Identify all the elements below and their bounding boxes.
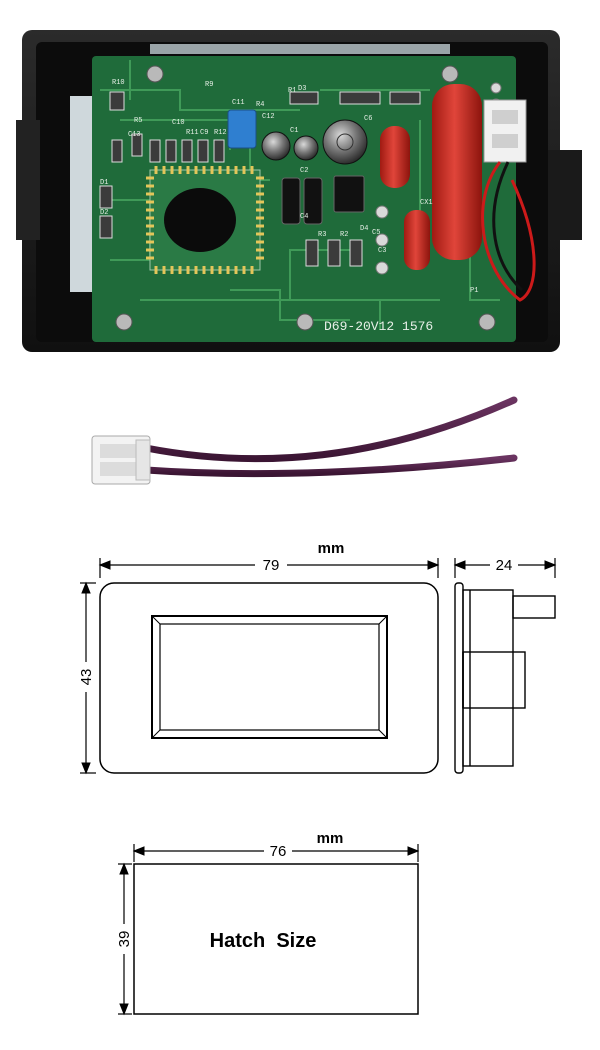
mounting-screws <box>115 65 496 331</box>
component-label: C11 <box>232 99 245 107</box>
transistors <box>281 175 365 225</box>
front-view-drawing <box>76 555 557 775</box>
electrolytic-capacitors <box>261 119 368 165</box>
side-view-outline <box>454 582 556 774</box>
cable-wire-upper <box>142 396 518 463</box>
component-label: C5 <box>372 229 380 237</box>
blue-trimmer-capacitor <box>227 109 257 149</box>
component-label: C1 <box>290 127 298 135</box>
front-bezel-outline <box>99 582 439 774</box>
component-label: C10 <box>172 119 185 127</box>
case-side-tab-left <box>16 120 40 240</box>
cable-wire-lower <box>142 454 518 478</box>
component-label: CX1 <box>420 199 433 207</box>
component-label: R10 <box>112 79 125 87</box>
component-label: R5 <box>134 117 142 125</box>
component-label: D1 <box>100 179 108 187</box>
component-label: R12 <box>214 129 227 137</box>
component-label: R1 <box>288 87 296 95</box>
front-unit-label: mm <box>318 540 345 557</box>
component-label: R3 <box>318 231 326 239</box>
component-label: C3 <box>378 247 386 255</box>
hatch-outline <box>133 863 419 1015</box>
board-connector <box>483 99 527 163</box>
component-label: D2 <box>100 209 108 217</box>
front-height-label: 43 <box>78 669 95 686</box>
component-label: C13 <box>128 131 141 139</box>
case-side-tab-right <box>548 150 582 240</box>
hatch-width-label: 76 <box>270 843 287 860</box>
display-window-edge <box>70 96 96 292</box>
hatch-size-drawing <box>114 841 420 1016</box>
component-label: C9 <box>200 129 208 137</box>
red-lead-wire <box>481 161 536 302</box>
component-label: D3 <box>298 85 306 93</box>
front-width-label: 79 <box>263 557 280 574</box>
component-label: C2 <box>300 167 308 175</box>
component-label: C12 <box>262 113 275 121</box>
connector-cable-photo <box>91 396 518 485</box>
display-window-inner <box>159 623 380 731</box>
component-label: C4 <box>300 213 308 221</box>
smd-components <box>99 91 421 267</box>
case-top-strip <box>150 44 450 54</box>
hatch-title: Hatch Size <box>210 930 317 952</box>
red-capacitors <box>380 84 482 270</box>
microcontroller-chip <box>146 166 264 274</box>
display-window-outer <box>151 615 388 739</box>
black-lead-wire <box>492 161 524 292</box>
component-label: R4 <box>256 101 264 109</box>
board-marking: D69-20V12 1576 <box>324 319 433 334</box>
component-label: R11 <box>186 129 199 137</box>
pcb-module-photo: D69-20V12 1576 R10R9C11C12R4C10R5R11C9R1… <box>16 30 582 352</box>
hatch-unit-label: mm <box>317 830 344 847</box>
component-label: D4 <box>360 225 368 233</box>
component-label: R9 <box>205 81 213 89</box>
hatch-height-label: 39 <box>116 931 133 948</box>
side-depth-label: 24 <box>496 557 513 574</box>
cable-plug <box>91 435 151 485</box>
component-label: C6 <box>364 115 372 123</box>
component-label: P1 <box>470 287 478 295</box>
component-label: R2 <box>340 231 348 239</box>
